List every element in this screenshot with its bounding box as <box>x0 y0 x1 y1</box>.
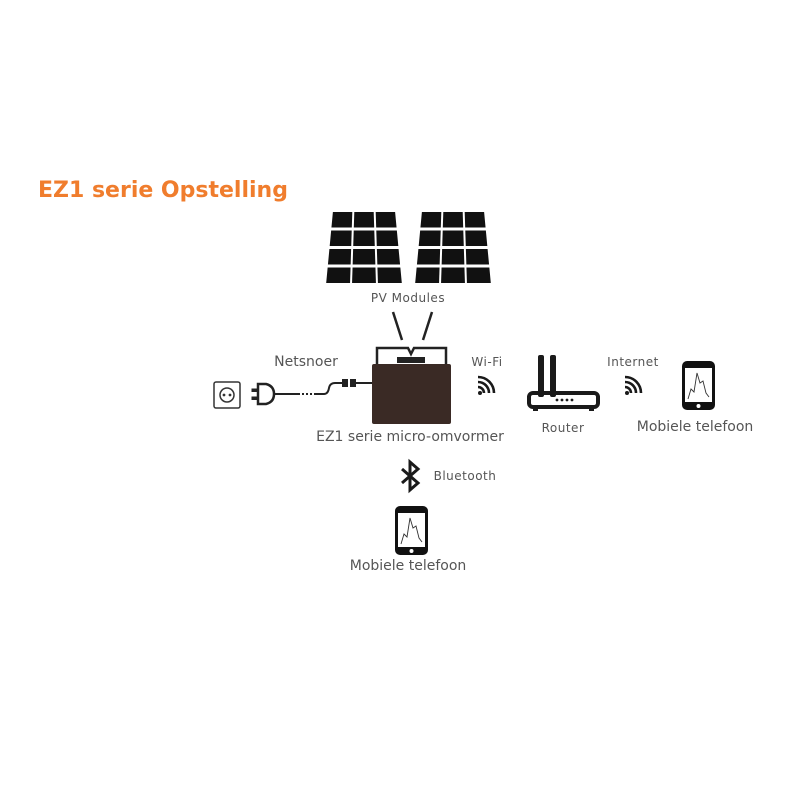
solar-cell <box>442 230 464 246</box>
solar-panel-icon <box>415 212 491 283</box>
internet-label: Internet <box>607 355 659 369</box>
solar-cell <box>465 249 490 265</box>
solar-panel-icon <box>326 212 402 283</box>
solar-cell <box>331 212 353 228</box>
phone-bottom-label: Mobiele telefoon <box>349 558 467 574</box>
solar-cell <box>375 212 397 228</box>
inverter-label: EZ1 serie micro-omvormer <box>316 429 504 445</box>
router-icon <box>527 355 600 411</box>
inverter-icon <box>372 346 451 424</box>
solar-cell <box>415 267 440 283</box>
solar-cell <box>353 212 375 228</box>
mobile-phone-icon <box>395 506 428 555</box>
pv-wires <box>391 311 434 341</box>
bluetooth-label: Bluetooth <box>433 469 497 483</box>
wifi-label: Wi-Fi <box>471 355 503 369</box>
phone-right-label: Mobiele telefoon <box>636 419 754 435</box>
plug-icon <box>251 382 276 406</box>
solar-cell <box>327 249 352 265</box>
solar-cell <box>352 249 376 265</box>
router-label: Router <box>541 421 585 435</box>
power-cord <box>274 379 372 395</box>
solar-cell <box>441 267 465 283</box>
bluetooth-icon <box>401 458 421 494</box>
netsnoer-label: Netsnoer <box>274 354 338 370</box>
solar-cell <box>418 230 441 246</box>
solar-cell <box>326 267 351 283</box>
solar-cell <box>353 230 375 246</box>
pv-modules-label: PV Modules <box>370 291 446 305</box>
mobile-phone-icon <box>682 361 715 410</box>
solar-cell <box>442 212 464 228</box>
solar-cell <box>377 267 402 283</box>
socket-icon <box>213 381 241 409</box>
solar-cell <box>376 230 399 246</box>
solar-cell <box>352 267 376 283</box>
solar-cell <box>376 249 401 265</box>
solar-cell <box>465 230 488 246</box>
solar-cell <box>416 249 441 265</box>
solar-cell <box>466 267 491 283</box>
solar-cell <box>329 230 352 246</box>
solar-cell <box>464 212 486 228</box>
page-title: EZ1 serie Opstelling <box>38 178 288 203</box>
wifi-icon <box>624 375 643 395</box>
wifi-icon <box>477 375 496 395</box>
solar-cell <box>441 249 465 265</box>
solar-cell <box>420 212 442 228</box>
